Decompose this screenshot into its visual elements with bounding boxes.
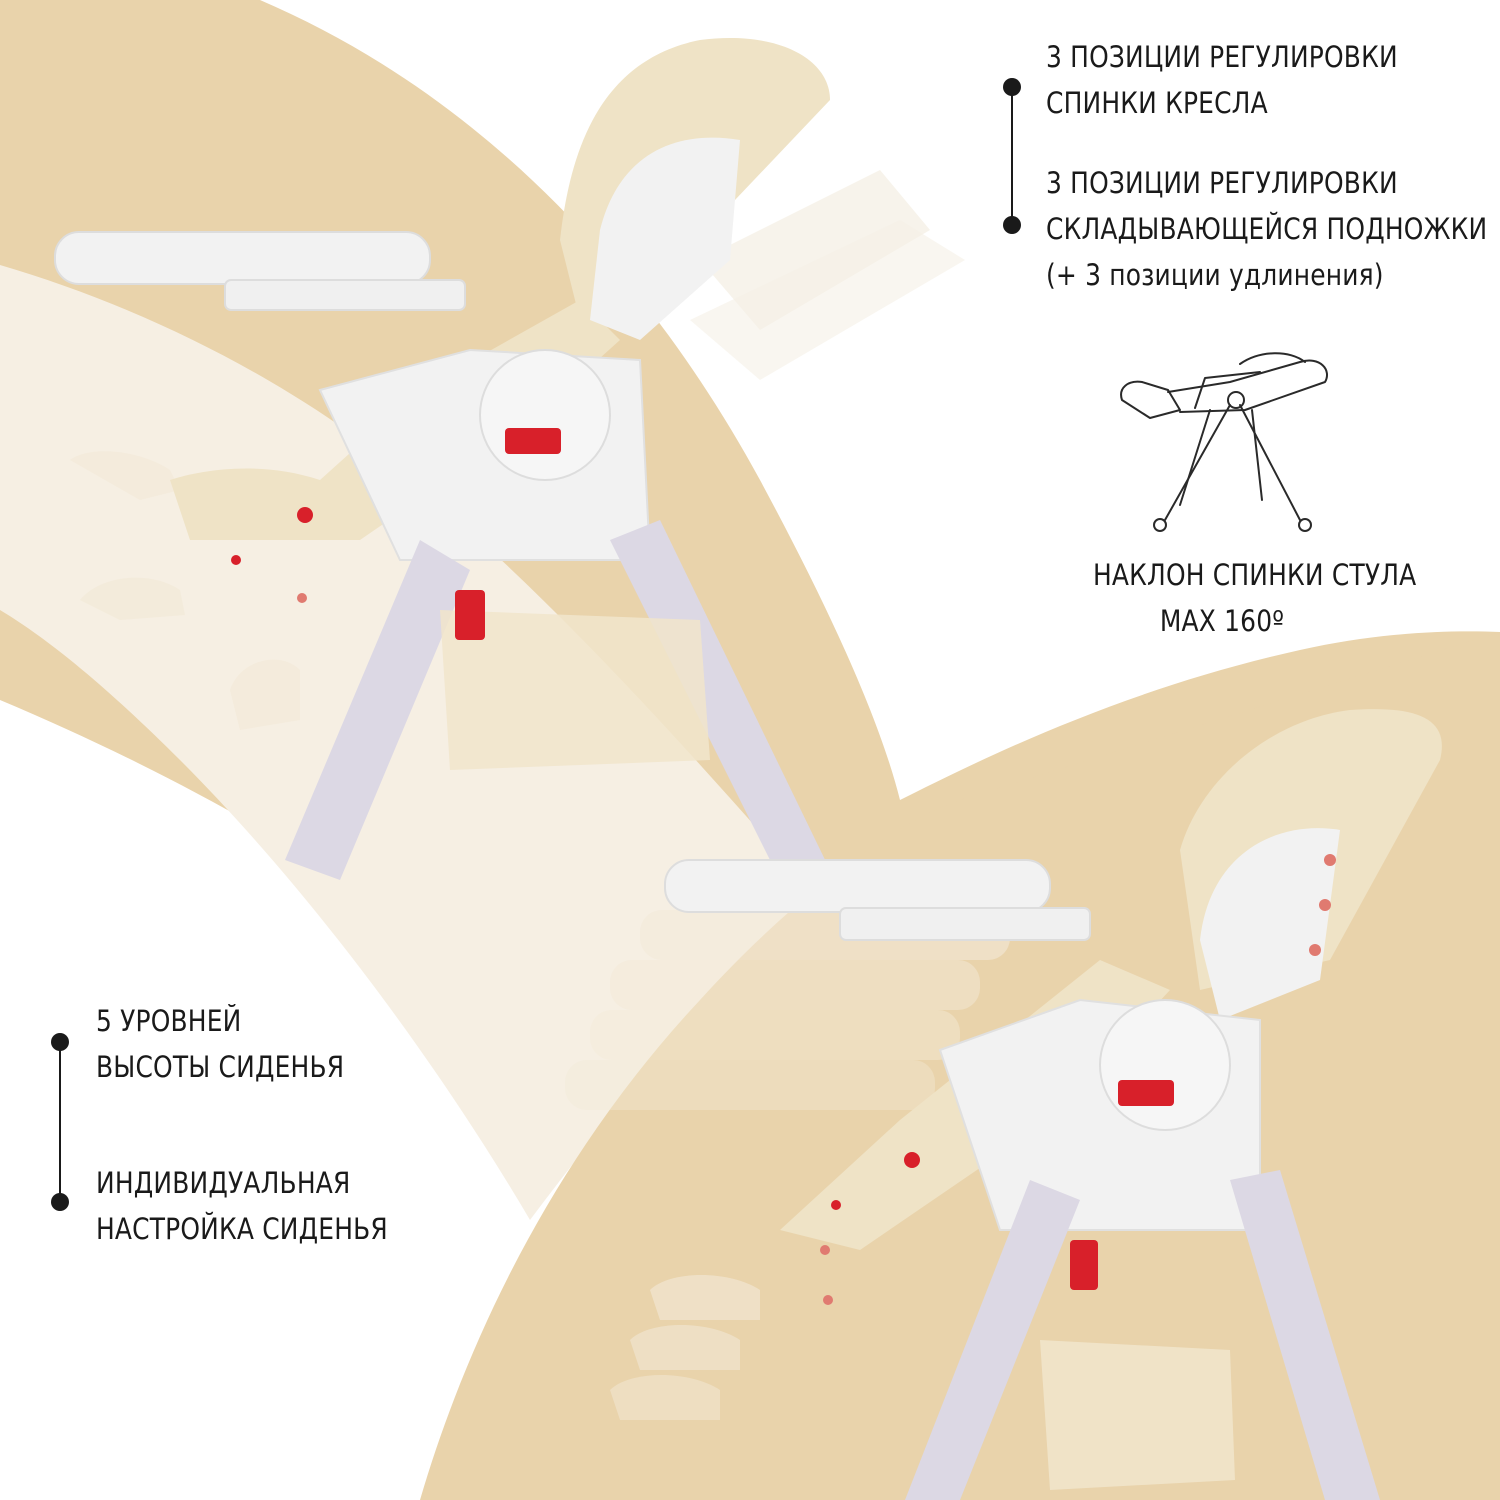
footrest-lower-ghost-3 [610,1375,720,1420]
feature-connector-top [1011,88,1013,226]
adjust-lower-hole-2 [820,1245,830,1255]
feature-footrest-line2: складывающейся подножки [1046,212,1488,246]
height-marker-3 [1309,944,1321,956]
tray-lower-bracket [839,907,1091,941]
recline-line2: max 160º [1159,604,1285,638]
height-clamp [455,590,485,640]
recline-lower-lever [1118,1080,1174,1106]
feature-footrest-positions: 3 позиции регулировки складывающейся под… [1046,160,1487,298]
footrest-lower-ghost-2 [630,1325,740,1370]
reclined-highchair-outline-icon [1120,352,1328,532]
feature-seat-custom-line1: индивидуальная [96,1166,351,1200]
bullet-dot-icon [51,1033,69,1051]
hinge-hub [479,349,611,481]
footrest-ghost-1 [70,451,180,500]
rear-lower-leg [1230,1170,1380,1500]
feature-seat-height: 5 уровней высоты сиденья [96,998,344,1090]
feature-backrest-line2: спинки кресла [1046,86,1268,120]
adjust-button-left [297,507,313,523]
backrest-ghost-2 [690,220,965,380]
feature-backrest-positions: 3 позиции регулировки спинки кресла [1046,34,1398,126]
bullet-dot-icon [1003,78,1021,96]
storage-lower-basket [1040,1340,1235,1490]
tray-ghost-3 [590,1010,960,1060]
height-marker-2 [1319,899,1331,911]
backrest-lower-shell [1200,828,1340,1020]
tray-lower [664,859,1051,913]
rear-leg [610,520,830,880]
adjust-hole-1 [231,555,241,565]
feature-footrest-line1: 3 позиции регулировки [1046,166,1398,200]
footrest-lower-ghost-1 [650,1275,760,1320]
feature-seat-height-line2: высоты сиденья [96,1050,345,1084]
tray-ghost-2 [610,960,980,1010]
recline-lever [505,428,561,454]
bullet-dot-icon [1003,216,1021,234]
feature-backrest-line1: 3 позиции регулировки [1046,40,1398,74]
highchair-top-illustration [54,38,965,880]
height-marker-1 [1324,854,1336,866]
recline-line1: наклон спинки стула [1093,558,1417,592]
hinge-lower-hub [1099,999,1231,1131]
bullet-dot-icon [51,1193,69,1211]
feature-footrest-extension: (+ 3 позиции удлинения) [1046,258,1384,292]
tray-ghost-4 [565,1060,935,1110]
feature-seat-height-line1: 5 уровней [96,1004,242,1038]
front-lower-leg [905,1180,1080,1500]
front-leg [285,540,470,880]
footrest-ghost-2 [80,577,185,620]
backrest-shell [590,137,740,340]
feature-seat-custom-line2: настройка сиденья [96,1212,388,1246]
storage-basket [440,610,710,770]
recline-caption: наклон спинки стула max 160º [1093,552,1416,644]
highchair-bottom-illustration [565,709,1442,1500]
adjust-hole-2 [297,593,307,603]
tray [54,231,431,285]
tray-bracket [224,279,466,311]
adjust-lower-hole-3 [823,1295,833,1305]
adjust-lower-hole-1 [831,1200,841,1210]
feature-seat-custom: индивидуальная настройка сиденья [96,1160,388,1252]
feature-connector-bottom [59,1046,61,1202]
footrest-ghost-3 [230,659,300,730]
adjust-lower-button [904,1152,920,1168]
height-lower-clamp [1070,1240,1098,1290]
